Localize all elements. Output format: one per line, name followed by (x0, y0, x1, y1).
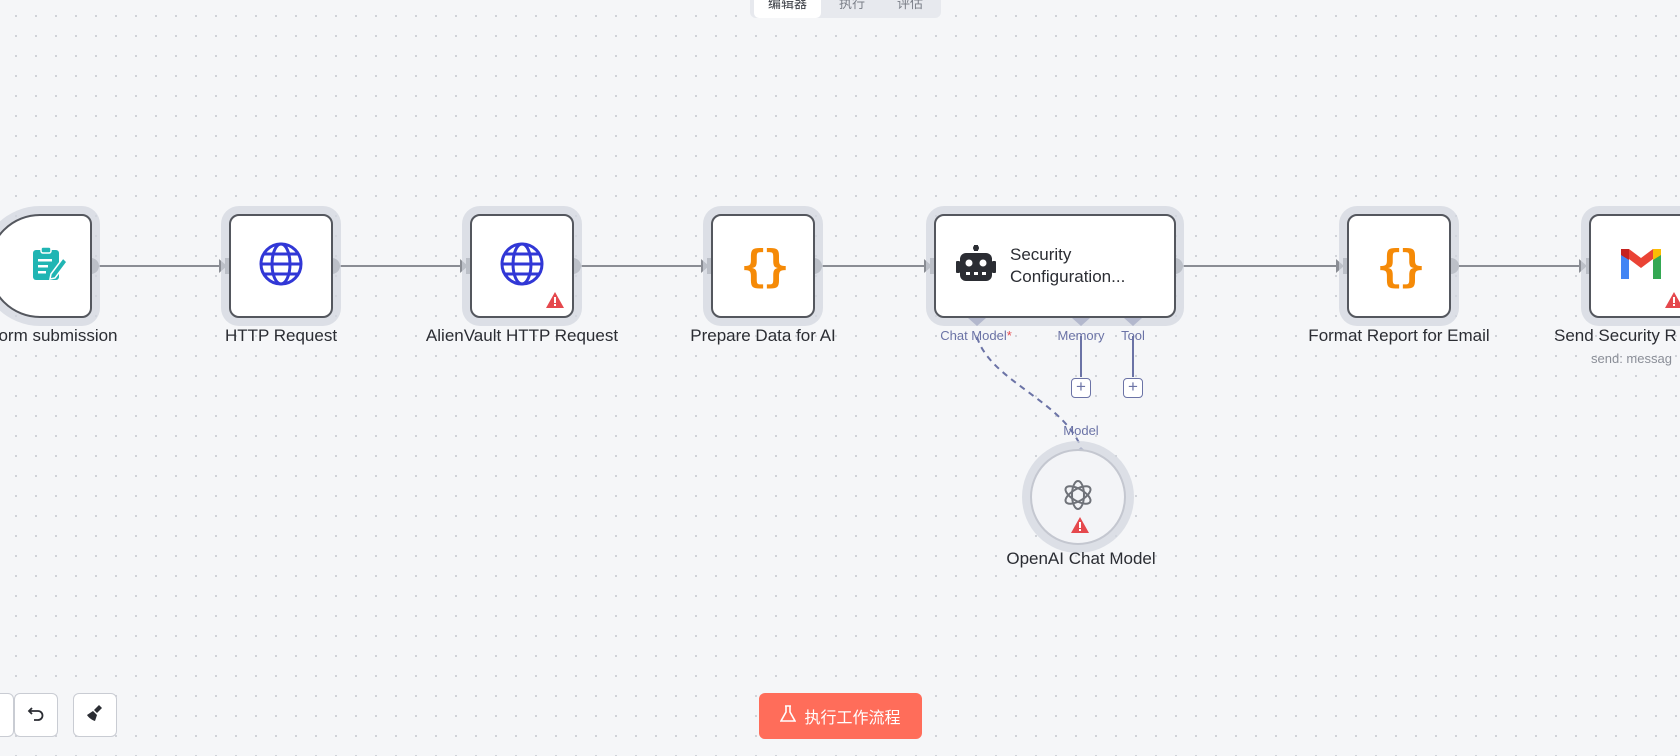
node-http-label: HTTP Request (224, 326, 338, 345)
node-gmail-label: Send Security R (1554, 326, 1677, 345)
port-memory[interactable]: Memory (1057, 328, 1105, 343)
node-form-trigger[interactable] (0, 214, 92, 318)
port-chat-model[interactable]: Chat Model* (940, 328, 1012, 343)
clear-execution-button[interactable] (73, 693, 117, 737)
undo-icon (27, 704, 45, 727)
node-security-agent[interactable]: Security Configuration... (934, 214, 1176, 318)
node-openai-label: OpenAI Chat Model (1006, 549, 1156, 568)
robot-icon (956, 244, 996, 288)
broom-icon (85, 703, 105, 728)
node-openai-chat-model[interactable] (1030, 449, 1126, 545)
curly-braces-icon: {} (740, 240, 790, 292)
warning-icon (546, 292, 564, 308)
gmail-icon (1619, 247, 1663, 286)
port-model: Model (1063, 423, 1099, 438)
execute-workflow-label: 执行工作流程 (804, 708, 901, 727)
warning-icon (1665, 292, 1680, 308)
node-alienvault-request[interactable] (470, 214, 574, 318)
node-prepare-data[interactable]: {} (711, 214, 815, 318)
tab-executions[interactable]: 执行 (839, 0, 866, 11)
view-tabs: 编辑器 执行 评估 (750, 0, 942, 18)
node-prepare-label: Prepare Data for AI (690, 326, 836, 345)
curly-braces-icon: {} (1376, 240, 1426, 292)
agent-title: Security Configuration... (1010, 245, 1126, 286)
execute-workflow-button[interactable]: 执行工作流程 (759, 693, 922, 739)
flask-icon (780, 705, 797, 727)
port-tool[interactable]: Tool (1121, 328, 1145, 343)
add-memory-button[interactable]: + (1071, 378, 1091, 398)
openai-icon (1061, 478, 1095, 517)
form-icon (29, 244, 71, 289)
add-tool-button[interactable]: + (1123, 378, 1143, 398)
tab-editor[interactable]: 编辑器 (754, 0, 822, 18)
node-http-request[interactable] (229, 214, 333, 318)
node-send-security-report[interactable] (1589, 214, 1680, 318)
node-gmail-subtitle: send: messag (1591, 351, 1672, 366)
undo-button[interactable] (14, 693, 58, 737)
zoom-controls-partial[interactable] (0, 693, 14, 737)
node-form-label: orm submission (0, 326, 118, 345)
warning-icon (1071, 517, 1089, 538)
node-format-report[interactable]: {} (1347, 214, 1451, 318)
globe-icon (499, 241, 545, 292)
globe-icon (258, 241, 304, 292)
node-format-label: Format Report for Email (1308, 326, 1490, 345)
tab-evaluations[interactable]: 评估 (897, 0, 924, 11)
node-alienvault-label: AlienVault HTTP Request (425, 326, 619, 345)
